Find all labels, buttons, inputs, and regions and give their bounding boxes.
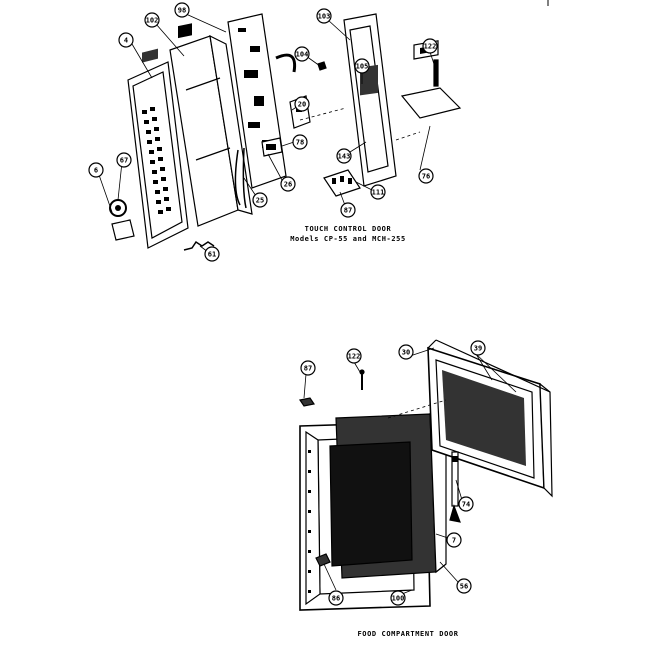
callout-104: 104 — [294, 46, 310, 62]
callout-105: 105 — [354, 58, 370, 74]
callout-102-label: 102 — [146, 17, 159, 25]
callout-61-label: 61 — [208, 251, 216, 259]
callout-78: 78 — [292, 134, 308, 150]
callout-74: 74 — [458, 496, 474, 512]
callout-111: 111 — [370, 184, 386, 200]
wire-harness — [234, 147, 247, 209]
callout-111-label: 111 — [372, 189, 385, 197]
touch-control-door-assembly — [97, 13, 462, 253]
callout-104-label: 104 — [296, 51, 309, 59]
callout-7-label: 7 — [452, 537, 456, 545]
control-housing-part — [169, 23, 253, 227]
callout-6: 6 — [88, 162, 104, 178]
callout-143: 143 — [336, 148, 352, 164]
door-screen-part — [329, 413, 447, 579]
touch-control-callouts: 4 102 98 103 104 105 122 20 78 76 143 11… — [88, 2, 438, 262]
callout-87-bottom-label: 87 — [304, 365, 312, 373]
assembly-guide-lines — [299, 107, 421, 141]
callout-122-bottom: 122 — [346, 348, 362, 364]
keypad-buttons — [142, 107, 171, 214]
screw-part — [359, 369, 365, 390]
encoder-knob-part — [109, 199, 135, 241]
callout-100: 100 — [390, 590, 406, 606]
callout-103-label: 103 — [318, 13, 331, 21]
spring-part — [183, 240, 215, 251]
callout-61: 61 — [204, 246, 220, 262]
callout-4-label: 4 — [124, 37, 128, 45]
callout-39: 39 — [470, 340, 486, 356]
door-clip-bottom — [315, 553, 331, 567]
latch-rod-part — [449, 451, 461, 523]
door-assembly-guide-line — [387, 399, 447, 419]
callout-25: 25 — [252, 192, 268, 208]
callout-78-label: 78 — [296, 139, 304, 147]
callout-143-label: 143 — [338, 153, 351, 161]
callout-87-top: 87 — [340, 202, 356, 218]
callout-20-label: 20 — [298, 101, 306, 109]
callout-39-label: 39 — [474, 345, 482, 353]
callout-25-label: 25 — [256, 197, 264, 205]
callout-86: 86 — [328, 590, 344, 606]
callout-122-label: 122 — [424, 43, 437, 51]
food-door-caption-title: FOOD COMPARTMENT DOOR — [357, 630, 458, 638]
door-inner-panel-part — [427, 339, 553, 498]
callout-4: 4 — [118, 32, 134, 48]
callout-67-top-label: 67 — [120, 157, 128, 165]
switch-block-part — [323, 169, 361, 197]
touch-control-caption-models: Models CP-55 and MCH-255 — [290, 235, 406, 243]
callout-103: 103 — [316, 8, 332, 24]
callout-26: 26 — [280, 176, 296, 192]
food-compartment-door-assembly — [299, 339, 553, 611]
callout-87-bottom: 87 — [300, 360, 316, 376]
callout-87-top-label: 87 — [344, 207, 352, 215]
callout-86-label: 86 — [332, 595, 340, 603]
callout-26-label: 26 — [284, 181, 292, 189]
callout-30: 30 — [398, 344, 414, 360]
callout-98-label: 98 — [178, 7, 186, 15]
door-clip-top — [299, 397, 315, 407]
callout-76-label: 76 — [422, 173, 430, 181]
callout-30-label: 30 — [402, 349, 410, 357]
door-back-panel-part — [343, 13, 397, 187]
frame-perforations — [308, 450, 311, 593]
callout-100-label: 100 — [392, 595, 405, 603]
callout-67-top: 67 — [116, 152, 132, 168]
callout-56: 56 — [456, 578, 472, 594]
callout-74-label: 74 — [462, 501, 470, 509]
control-panel-part — [127, 48, 189, 249]
callout-6-label: 6 — [94, 167, 98, 175]
callout-20: 20 — [294, 96, 310, 112]
callout-7: 7 — [446, 532, 462, 548]
callout-56-label: 56 — [460, 583, 468, 591]
callout-102: 102 — [144, 12, 160, 28]
touch-control-caption-title: TOUCH CONTROL DOOR — [305, 225, 392, 233]
callout-122: 122 — [422, 38, 438, 54]
callout-105-label: 105 — [356, 63, 369, 71]
callout-76: 76 — [418, 168, 434, 184]
food-door-callouts: 87 122 30 39 74 7 56 100 86 — [300, 340, 486, 606]
door-leader-lines — [303, 347, 517, 595]
leader-lines — [97, 13, 435, 253]
callout-122-bottom-label: 122 — [348, 353, 361, 361]
callout-98: 98 — [174, 2, 190, 18]
